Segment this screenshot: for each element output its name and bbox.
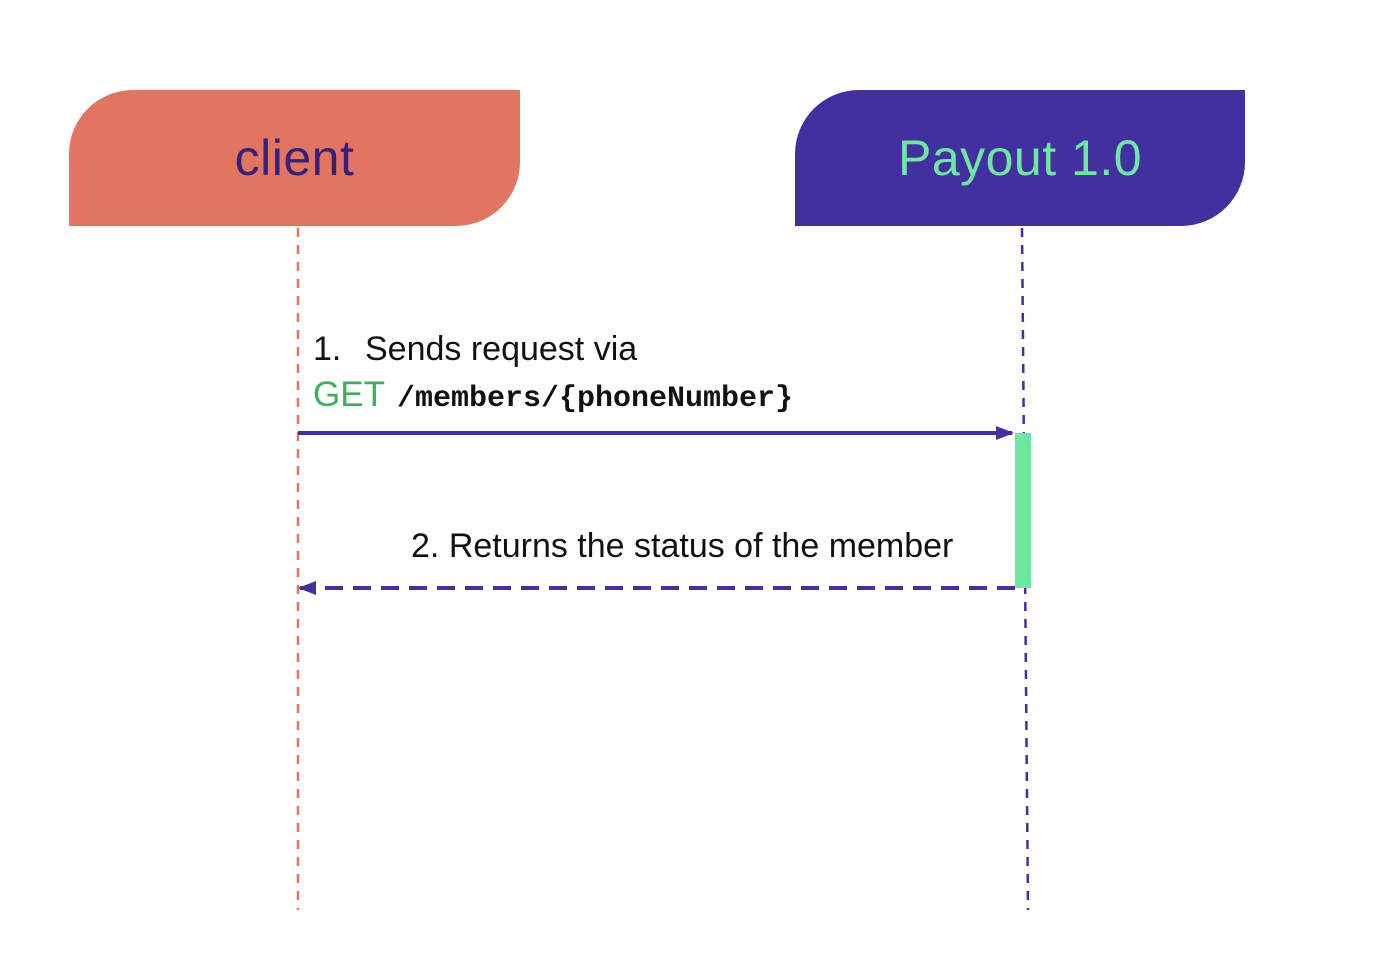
message-2-number: 2. xyxy=(411,527,440,565)
participant-payout-label: Payout 1.0 xyxy=(897,130,1143,186)
message-2-label: 2. Returns the status of the member xyxy=(411,527,953,566)
message-1-number: 1. xyxy=(313,330,342,368)
participant-client-label: client xyxy=(234,130,355,186)
participant-client: client xyxy=(69,90,520,226)
message-1-text: Sends request via xyxy=(365,330,638,368)
http-method: GET xyxy=(313,375,385,414)
message-1-endpoint: GET /members/{phoneNumber} xyxy=(313,375,793,416)
message-2-text: Returns the status of the member xyxy=(448,527,954,565)
message-1-label: 1. Sends request via xyxy=(313,330,637,369)
payout-activation-bar xyxy=(1015,433,1031,588)
participant-payout: Payout 1.0 xyxy=(795,90,1245,226)
endpoint-path: /members/{phoneNumber} xyxy=(396,382,794,416)
